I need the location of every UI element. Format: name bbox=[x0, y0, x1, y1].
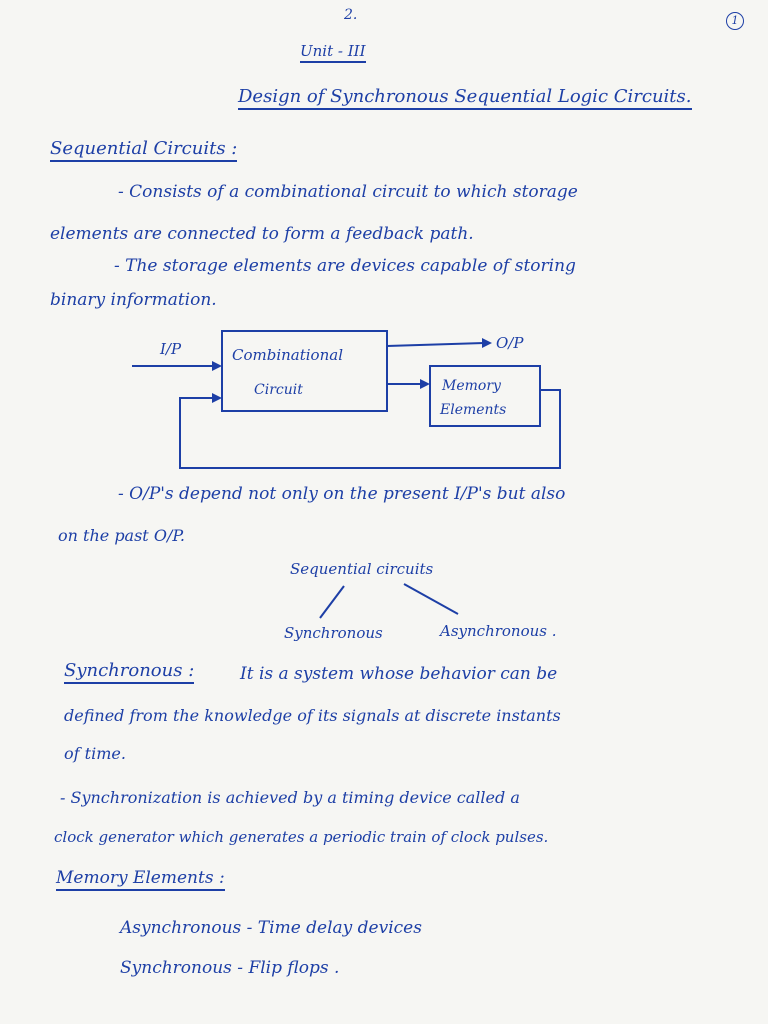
text-line: - Synchronization is achieved by a timin… bbox=[60, 788, 520, 807]
text-line: binary information. bbox=[50, 290, 217, 310]
page-circle-number: 1 bbox=[726, 12, 744, 30]
feedback-arrowhead bbox=[212, 393, 222, 403]
section-heading-memory: Memory Elements : bbox=[56, 870, 225, 891]
text-line: - The storage elements are devices capab… bbox=[114, 256, 576, 276]
section-heading-sequential: Sequential Circuits : bbox=[50, 140, 238, 162]
output-arrowhead bbox=[482, 338, 492, 348]
memory-row-asynchronous: Asynchronous - Time delay devices bbox=[120, 918, 422, 938]
text-line: It is a system whose behavior can be bbox=[240, 664, 558, 684]
tree-branch-left bbox=[319, 585, 345, 619]
input-label: I/P bbox=[159, 340, 182, 358]
comb-to-memory-arrowhead bbox=[420, 379, 430, 389]
text-line: defined from the knowledge of its signal… bbox=[64, 706, 561, 725]
input-arrowhead bbox=[212, 361, 222, 371]
text-line: clock generator which generates a period… bbox=[54, 828, 549, 846]
memory-elements-box bbox=[429, 365, 541, 427]
text-line: - O/P's depend not only on the present I… bbox=[118, 484, 566, 504]
text-line: - Consists of a combinational circuit to… bbox=[118, 182, 578, 202]
memory-label: Memory bbox=[441, 378, 502, 394]
combinational-label: Combinational bbox=[232, 346, 343, 364]
tree-branch-right bbox=[403, 583, 459, 615]
synchronous-term: Synchronous : bbox=[64, 662, 195, 684]
output-label: O/P bbox=[496, 334, 524, 352]
unit-heading: Unit - III bbox=[300, 44, 366, 63]
text-line: on the past O/P. bbox=[58, 526, 185, 545]
text-line: of time. bbox=[64, 744, 126, 763]
memory-row-synchronous: Synchronous - Flip flops . bbox=[120, 958, 340, 978]
page-title: Design of Synchronous Sequential Logic C… bbox=[238, 88, 692, 110]
tree-right: Asynchronous . bbox=[440, 622, 557, 640]
feedback-path bbox=[179, 389, 561, 469]
combinational-circuit-box bbox=[221, 330, 388, 412]
page-number: 2. bbox=[344, 7, 358, 23]
output-arrow bbox=[386, 342, 485, 347]
text-line: elements are connected to form a feedbac… bbox=[50, 224, 474, 244]
tree-left: Synchronous bbox=[284, 624, 383, 642]
circuit-label: Circuit bbox=[254, 382, 303, 398]
tree-root: Sequential circuits bbox=[290, 560, 434, 578]
elements-label: Elements bbox=[439, 402, 506, 418]
